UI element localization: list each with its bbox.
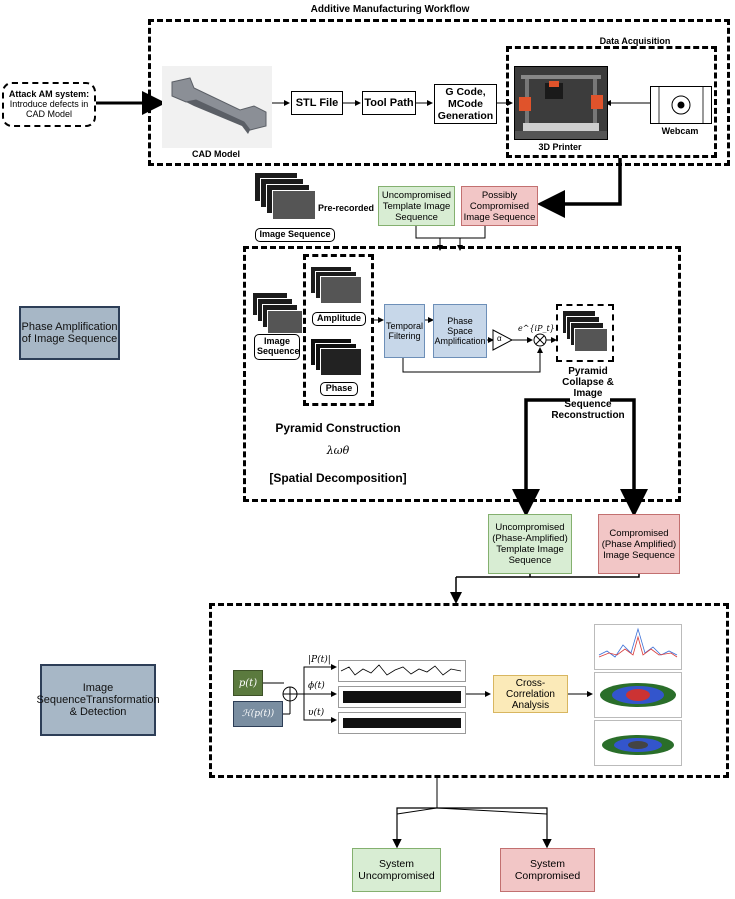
temporal-filtering-box: Temporal Filtering [384,304,425,358]
tool-path-box: Tool Path [362,91,416,115]
magnitude-label: |P(t)| [308,655,331,665]
input-image-stack [252,292,304,338]
webcam-label: Webcam [661,126,699,136]
p-t-box: p(t) [233,670,263,696]
uncompromised-amplified-box: Uncompromised (Phase-Amplified) Template… [488,514,572,574]
attack-line2: Introduce defects in CAD Model [9,99,89,119]
printer-image [514,66,608,140]
amplitude-label: Amplitude [312,312,366,326]
phase-stack [310,338,368,380]
hilbert-box: ℋ(p(t)) [233,701,283,727]
exp-label: e^{iP_t} [518,324,555,333]
stl-file-box: STL File [291,91,343,115]
uncompromised-template-box: Uncompromised Template Image Sequence [378,186,455,226]
pre-recorded-image-stack [254,172,324,226]
compromised-amplified-box: Compromised (Phase Amplified) Image Sequ… [598,514,680,574]
magnitude-plot [338,660,466,682]
phi-plot [338,686,466,708]
pyramid-frame [303,254,374,406]
phase-space-box: Phase Space Amplification [433,304,487,358]
workflow-title: Additive Manufacturing Workflow [310,4,470,15]
workflow-frame [148,19,730,166]
detection-frame [209,603,729,778]
pre-recorded-sequence-label: Image Sequence [255,228,335,242]
correlation-plot-2 [594,672,682,718]
amplitude-stack [310,266,368,312]
gcode-box: G Code, MCode Generation [434,84,497,124]
phase-amplification-frame [243,246,681,502]
lambda-label: λωθ [326,444,350,457]
system-uncompromised-box: System Uncompromised [352,848,441,892]
cad-model-label: CAD Model [192,149,240,159]
possibly-compromised-box: Possibly Compromised Image Sequence [461,186,538,226]
pre-recorded-label: Pre-recorded [318,203,375,213]
spatial-decomposition-label: [Spatial Decomposition] [269,471,407,485]
pyramid-collapse-label: Pyramid Collapse & Image Sequence Recons… [551,366,625,421]
phase-amplification-side-label: Phase Amplification of Image Sequence [19,306,120,360]
data-acquisition-frame [506,46,717,158]
printer-label: 3D Printer [538,142,582,152]
data-acquisition-label: Data Acquisition [585,36,685,46]
phase-label: Phase [320,382,358,396]
input-image-sequence-label: Image Sequence [254,334,300,360]
attack-box: Attack AM system: Introduce defects in C… [2,82,96,127]
attack-line1: Attack AM system: [8,89,90,99]
v-label: υ(t) [308,708,325,718]
output-image-stack [562,310,612,356]
alpha-label: α [497,334,502,343]
correlation-plot-3 [594,720,682,766]
system-compromised-box: System Compromised [500,848,595,892]
v-plot [338,712,466,734]
cad-model-image [162,66,272,148]
pyramid-construction-label: Pyramid Construction [275,421,401,435]
phi-label: ϕ(t) [308,681,325,691]
cross-correlation-box: Cross-Correlation Analysis [493,675,568,713]
webcam-icon [650,86,712,124]
collapse-frame [556,304,614,362]
correlation-plot-1 [594,624,682,670]
detection-side-label: Image SequenceTransformation & Detection [36,664,160,736]
